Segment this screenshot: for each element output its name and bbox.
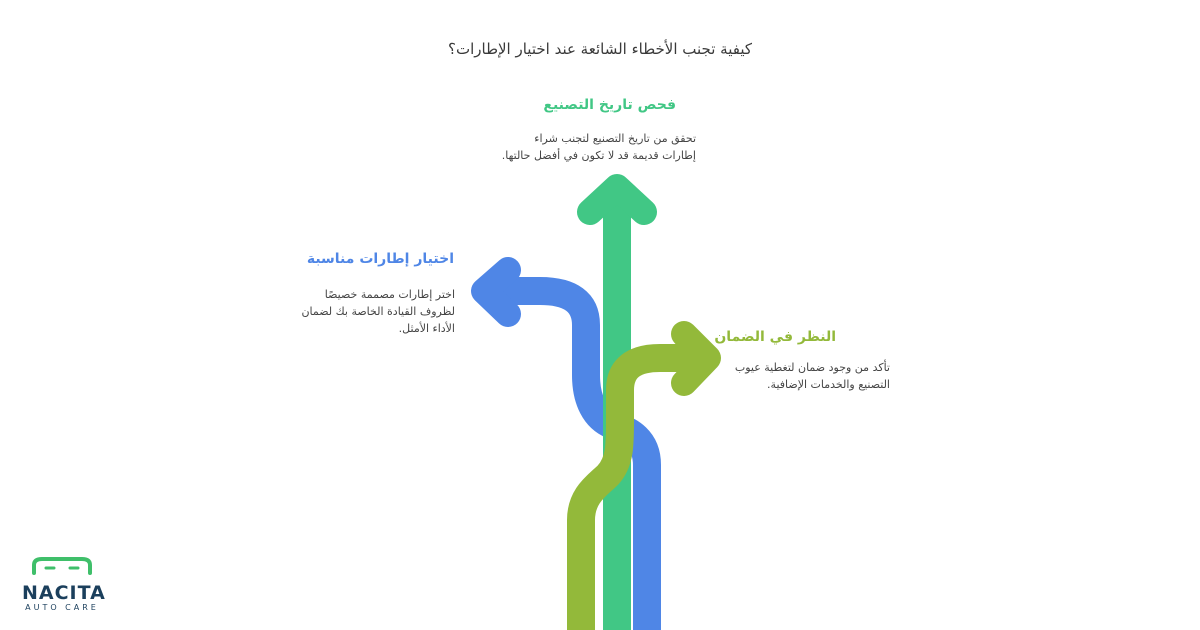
blue-arrow-head: [471, 257, 521, 327]
step-description-manufacture-date: تحقق من تاريخ التصنيع لتجنب شراء إطارات …: [500, 130, 696, 164]
step-description-suitable-tires: اختر إطارات مصممة خصيصًا لظروف القيادة ا…: [295, 286, 455, 337]
desc-line: التصنيع والخدمات الإضافية.: [767, 378, 890, 391]
blue-arrow-path: [488, 277, 661, 630]
olive-arrow-head: [671, 321, 721, 396]
desc-line: تأكد من وجود ضمان لتغطية عيوب: [734, 361, 890, 374]
step-description-warranty: تأكد من وجود ضمان لتغطية عيوب التصنيع وا…: [700, 359, 890, 393]
logo-wordmark: NACITA: [22, 582, 106, 604]
desc-line: إطارات قديمة قد لا تكون في أفضل حالتها.: [501, 149, 696, 162]
car-front-icon: [32, 557, 92, 575]
step-heading-suitable-tires: اختيار إطارات مناسبة: [306, 251, 454, 267]
olive-arrow-path: [567, 344, 698, 630]
diagram-title: كيفية تجنب الأخطاء الشائعة عند اختيار ال…: [448, 40, 752, 58]
step-heading-manufacture-date: فحص تاريخ التصنيع: [543, 97, 676, 113]
brand-logo: NACITA AUTO CARE: [22, 553, 106, 613]
desc-line: الأداء الأمثل.: [398, 322, 455, 335]
desc-line: تحقق من تاريخ التصنيع لتجنب شراء: [534, 132, 696, 145]
desc-line: لظروف القيادة الخاصة بك لضمان: [301, 305, 455, 318]
logo-tagline: AUTO CARE: [25, 603, 99, 612]
step-heading-warranty: النظر في الضمان: [714, 329, 836, 345]
desc-line: اختر إطارات مصممة خصيصًا: [324, 288, 455, 301]
green-arrow-head: [577, 174, 657, 225]
